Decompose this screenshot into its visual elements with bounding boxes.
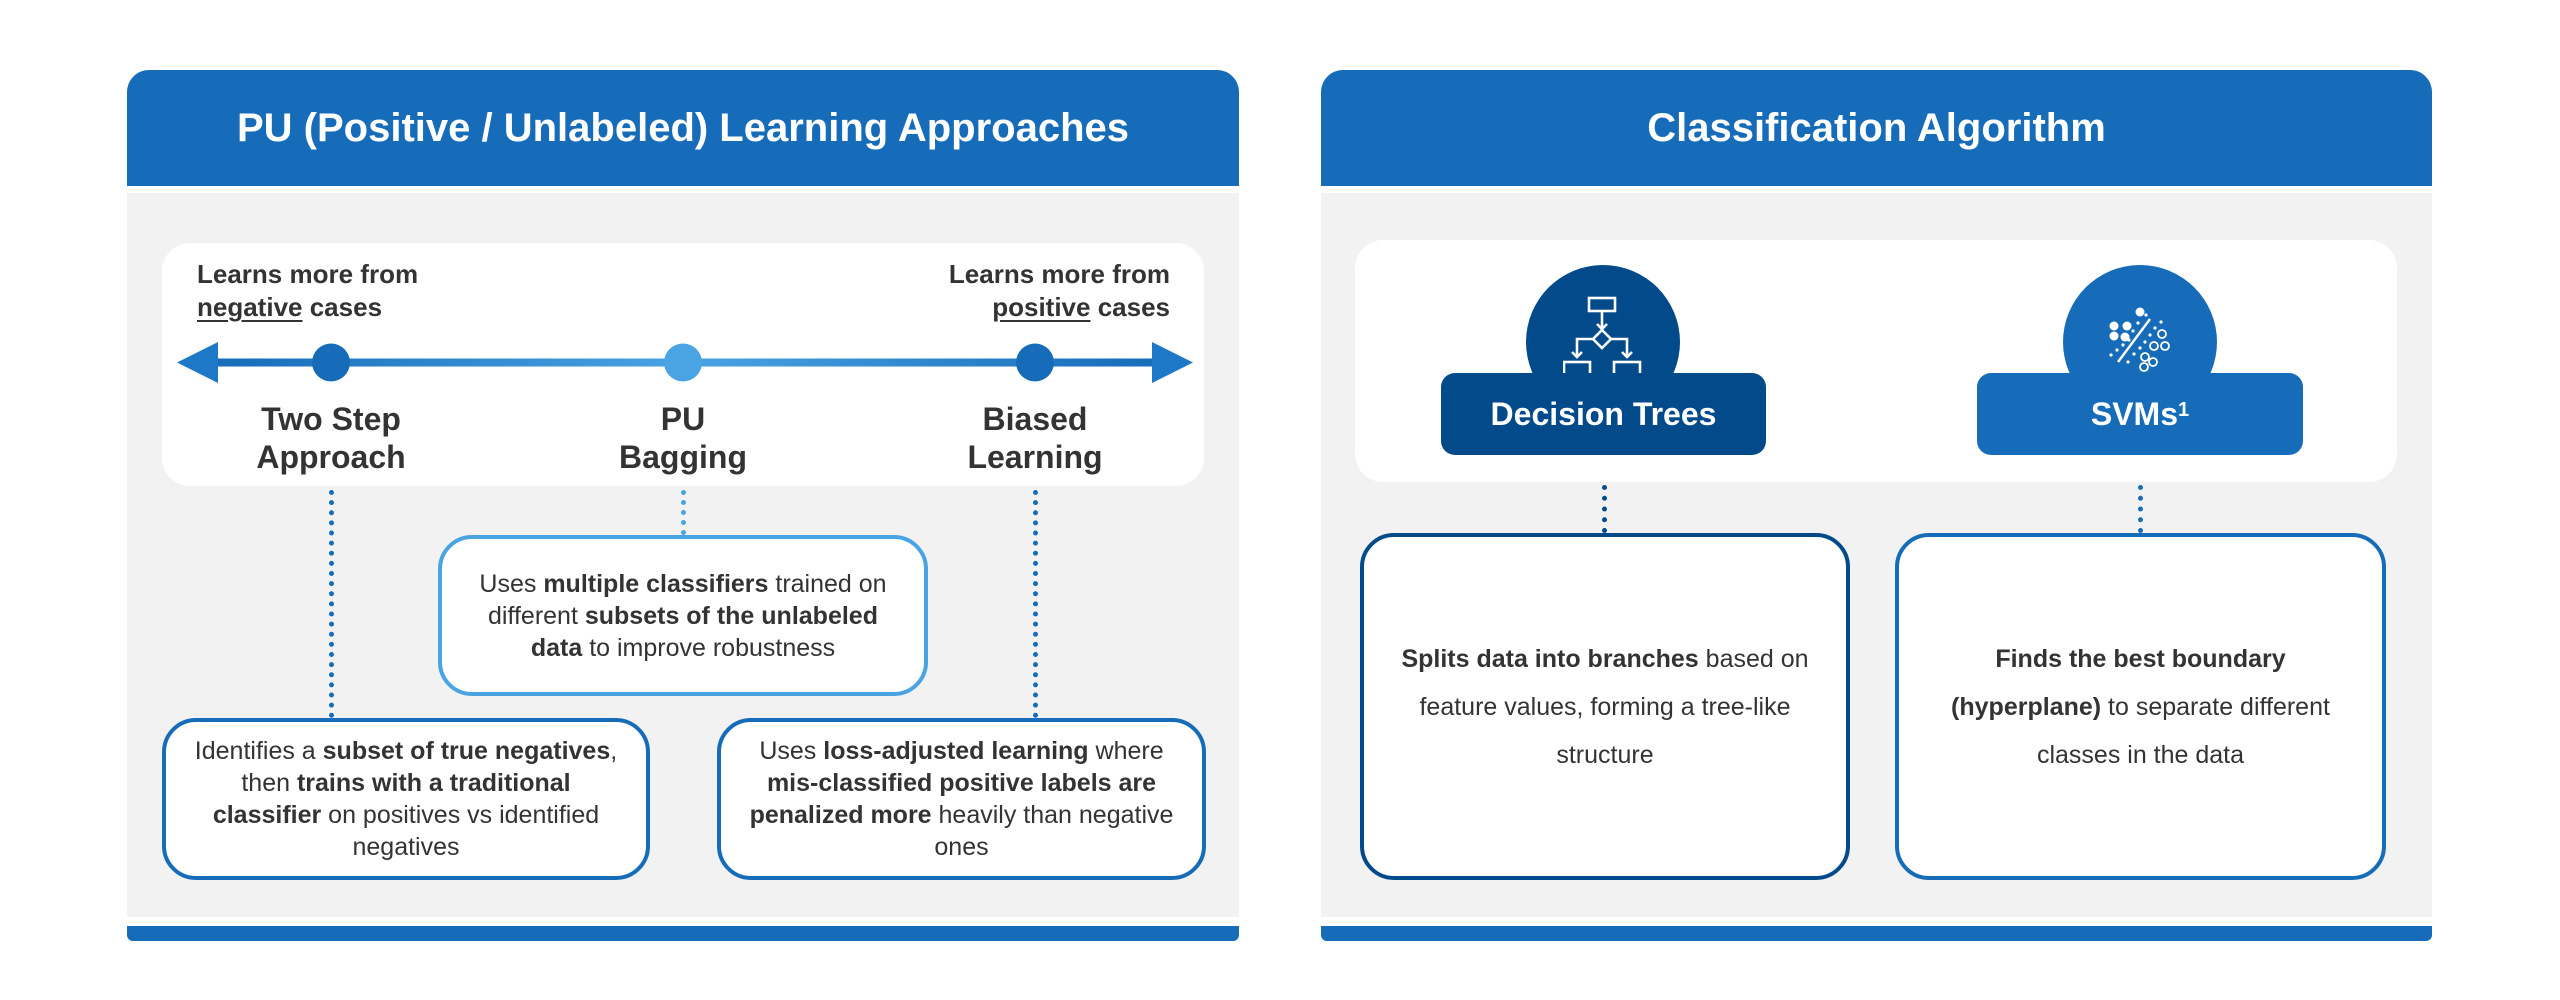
body-text: based on feature values, forming a tree-…	[1419, 644, 1809, 769]
right-end-rest: cases	[1090, 292, 1170, 322]
right-panel-header: Classification Algorithm	[1321, 70, 2432, 186]
description-text: Uses multiple classifiers trained on dif…	[472, 568, 894, 664]
left-end-rest: cases	[302, 292, 383, 322]
connector-pu-bagging	[681, 490, 686, 535]
description-biased-learning: Uses loss-adjusted learning where mis-cl…	[717, 718, 1206, 880]
body-text: on positives vs identified negatives	[321, 801, 600, 861]
left-panel-footer-bar	[127, 926, 1239, 941]
connector-svms	[2138, 485, 2143, 533]
description-text: Splits data into branches based on featu…	[1392, 635, 1818, 779]
description-text: Identifies a subset of true negatives, t…	[188, 735, 624, 863]
left-end-line2: negative cases	[197, 291, 517, 324]
description-text: Finds the best boundary (hyperplane) to …	[1939, 635, 2342, 779]
algorithm-name: Decision Trees	[1490, 395, 1717, 432]
right-end-emphasis: positive	[992, 292, 1091, 322]
spectrum-dot-two-step	[312, 343, 350, 382]
arrow-left-icon	[177, 342, 218, 383]
hyperplane-scatter-icon	[2109, 307, 2170, 372]
body-text: Uses	[479, 569, 544, 598]
approach-label-line2: Bagging	[619, 439, 747, 475]
spectrum-dot-pu-bagging	[664, 343, 702, 382]
left-end-line1: Learns more from	[197, 259, 419, 289]
emphasis-text: multiple classifiers	[543, 569, 769, 598]
approach-label-line1: PU	[660, 401, 706, 437]
body-text: heavily than negative ones	[931, 801, 1174, 861]
right-end-line1: Learns more from	[948, 259, 1170, 289]
emphasis-text: loss-adjusted learning	[823, 737, 1089, 765]
description-decision-trees: Splits data into branches based on featu…	[1360, 533, 1850, 880]
footnote-marker: 1	[2178, 398, 2190, 421]
emphasis-text: Finds the best boundary (hyperplane)	[1951, 644, 2286, 721]
left-panel-header: PU (Positive / Unlabeled) Learning Appro…	[127, 70, 1239, 186]
approach-label-line2: Approach	[256, 439, 406, 475]
emphasis-text: trains with a traditional classifier	[212, 769, 571, 829]
spectrum-dot-biased-learning	[1016, 343, 1054, 382]
approach-label-two-step: Two Step Approach	[191, 400, 471, 476]
body-text: to separate different classes in the dat…	[2036, 692, 2330, 769]
connector-biased-learning	[1033, 490, 1038, 718]
approach-label-biased-learning: Biased Learning	[895, 400, 1175, 476]
body-text: Identifies a	[194, 737, 323, 765]
emphasis-text: subset of true negatives	[322, 737, 611, 765]
approach-label-line1: Two Step	[261, 401, 401, 437]
body-text: , then	[241, 737, 618, 797]
body-text: Uses	[759, 737, 824, 765]
algorithm-name: SVMs	[2090, 395, 2178, 432]
left-end-emphasis: negative	[197, 292, 303, 322]
description-svms: Finds the best boundary (hyperplane) to …	[1895, 533, 2386, 880]
description-text: Uses loss-adjusted learning where mis-cl…	[743, 735, 1180, 863]
emphasis-text: Splits data into branches	[1401, 644, 1699, 673]
arrow-right-icon	[1152, 342, 1193, 383]
approach-label-pu-bagging: PU Bagging	[543, 400, 823, 476]
spectrum-left-end-label: Learns more from negative cases	[197, 258, 517, 324]
left-panel-title: PU (Positive / Unlabeled) Learning Appro…	[236, 105, 1130, 150]
connector-two-step	[329, 490, 334, 718]
flowchart-icon	[1563, 296, 1642, 377]
connector-decision-trees	[1602, 485, 1607, 533]
spectrum-right-end-label: Learns more from positive cases	[850, 258, 1170, 324]
description-two-step: Identifies a subset of true negatives, t…	[162, 718, 650, 880]
body-text: to improve robustness	[582, 633, 836, 662]
approach-label-line1: Biased	[982, 401, 1088, 437]
decision-trees-label: Decision Trees	[1441, 373, 1766, 455]
right-panel-title: Classification Algorithm	[1647, 105, 2106, 150]
description-pu-bagging: Uses multiple classifiers trained on dif…	[438, 535, 928, 696]
spectrum-line	[177, 342, 1193, 383]
emphasis-text: subsets of the unlabeled data	[530, 601, 878, 662]
body-text: where	[1088, 737, 1164, 765]
approach-label-line2: Learning	[967, 439, 1103, 475]
body-text: trained on different	[488, 569, 887, 630]
right-end-line2: positive cases	[850, 291, 1170, 324]
emphasis-text: mis-classified positive labels are penal…	[749, 769, 1157, 829]
right-panel-footer-bar	[1321, 926, 2432, 941]
